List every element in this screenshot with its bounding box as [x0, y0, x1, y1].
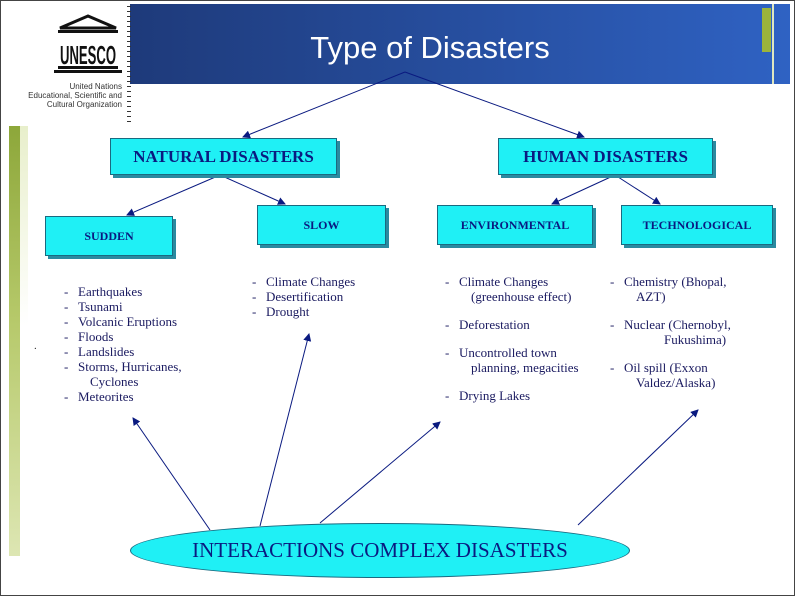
technological-box: TECHNOLOGICAL — [621, 205, 773, 245]
title-accent-line — [772, 4, 774, 84]
arrow-interactions-to-env — [319, 421, 441, 524]
list-item: -Chemistry (Bhopal,AZT) — [610, 274, 727, 304]
list-item: -Drying Lakes — [445, 388, 531, 403]
list-item: - Floods — [64, 329, 114, 344]
slow-box: SLOW — [257, 205, 386, 245]
arrow-human-to-tech — [614, 174, 661, 205]
list-item: -Deforestation — [445, 317, 530, 332]
list-item: -Meteorites — [64, 389, 134, 404]
arrow-human-to-env — [551, 174, 616, 205]
logo-caption-line-2: Educational, Scientific and — [28, 91, 122, 100]
sudden-disasters-list: -Earthquakes -Tsunami -Volcanic Eruption… — [64, 284, 244, 404]
human-disasters-box: HUMAN DISASTERS — [498, 138, 713, 175]
sudden-box: SUDDEN — [45, 216, 173, 256]
list-item: -Landslides — [64, 344, 135, 359]
list-item: -Earthquakes — [64, 284, 143, 299]
list-item: -Volcanic Eruptions — [64, 314, 178, 329]
list-item: -Storms, Hurricanes,Cyclones — [64, 359, 182, 389]
natural-disasters-box: NATURAL DISASTERS — [110, 138, 337, 175]
interactions-complex-disasters-ellipse: INTERACTIONS COMPLEX DISASTERS — [130, 523, 630, 578]
list-item: -Drought — [252, 304, 310, 319]
title-accent-bar — [762, 8, 771, 52]
arrow-interactions-to-sudden — [132, 417, 211, 531]
list-item: -Nuclear (Chernobyl,Fukushima) — [610, 317, 731, 347]
left-accent-stripe — [9, 126, 20, 556]
arrow-interactions-to-slow — [259, 333, 312, 527]
technological-disasters-list: -Chemistry (Bhopal,AZT) -Nuclear (Cherno… — [610, 274, 780, 403]
list-item: -Climate Changes(greenhouse effect) — [445, 274, 572, 304]
logo-caption: United Nations Educational, Scientific a… — [4, 82, 122, 109]
stray-mark: . — [34, 340, 37, 352]
slide-title: Type of Disasters — [310, 30, 550, 65]
list-item: -Tsunami — [64, 299, 123, 314]
environmental-disasters-list: -Climate Changes(greenhouse effect) -Def… — [445, 274, 610, 416]
list-item: -Climate Changes — [252, 274, 356, 289]
logo-caption-line-3: Cultural Organization — [46, 100, 122, 109]
logo-wordmark: UNESCO — [60, 40, 116, 70]
arrow-natural-to-sudden — [126, 174, 221, 216]
arrow-natural-to-slow — [219, 174, 286, 205]
slow-disasters-list: -Climate Changes -Desertification -Droug… — [252, 274, 412, 319]
slide-border-left — [0, 0, 1, 596]
arrow-interactions-to-tech — [577, 409, 699, 526]
unesco-temple-logo: UNESCO — [54, 14, 122, 73]
logo-divider — [127, 6, 131, 124]
title-bar — [130, 4, 790, 84]
list-item: -Desertification — [252, 289, 344, 304]
slide-border-top — [0, 0, 795, 1]
environmental-box: ENVIRONMENTAL — [437, 205, 593, 245]
logo-caption-line-1: United Nations — [69, 82, 122, 91]
left-accent-stripe-light — [20, 126, 28, 326]
